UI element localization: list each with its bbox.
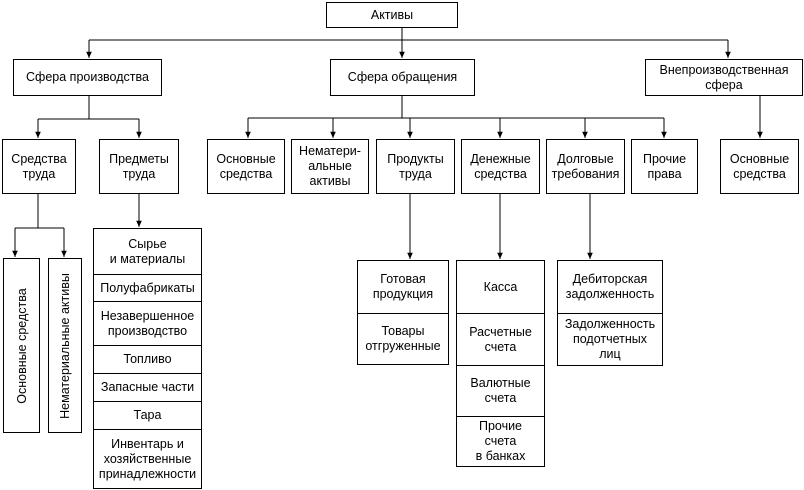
list-item: Готовая продукция — [372, 272, 434, 301]
receivables-box: Долговые требования — [546, 139, 625, 194]
list-item: Задолженность подотчетных лиц — [558, 313, 662, 365]
circulation-fixed-assets-box: Основные средства — [207, 139, 285, 194]
list-item: Валютные счета — [457, 365, 544, 416]
root-assets-box: Активы — [326, 2, 458, 28]
list-item: Незавершенное производство — [94, 301, 201, 345]
cash-list: Касса Расчетные счета Валютные счета Про… — [456, 260, 545, 467]
production-intangible-box: Нематериальные активы — [48, 258, 82, 433]
production-fixed-assets-label: Основные средства — [14, 287, 29, 404]
list-item: Касса — [483, 279, 518, 294]
list-item: Топливо — [94, 345, 201, 373]
list-item: Инвентарь и хозяйственные принадлежности — [94, 429, 201, 488]
list-item: Тара — [94, 401, 201, 429]
cash-box: Денежные средства — [461, 139, 540, 194]
circulation-sphere-box: Сфера обращения — [330, 59, 475, 96]
list-item: Расчетные счета — [457, 313, 544, 365]
other-rights-box: Прочие права — [631, 139, 698, 194]
labor-objects-box: Предметы труда — [99, 139, 179, 194]
list-item: Прочие счета в банках — [457, 416, 544, 466]
production-intangible-label: Нематериальные активы — [58, 272, 72, 419]
labor-objects-list: Сырье и материалы Полуфабрикаты Незаверш… — [93, 228, 202, 489]
production-sphere-box: Сфера производства — [13, 59, 162, 96]
labor-products-box: Продукты труда — [376, 139, 455, 194]
nonproduction-sphere-box: Внепроизводственная сфера — [645, 59, 803, 96]
list-item: Дебиторская задолженность — [565, 272, 655, 301]
list-item: Полуфабрикаты — [94, 274, 201, 301]
list-item: Сырье и материалы — [109, 236, 186, 266]
list-item: Запасные части — [94, 373, 201, 401]
receivables-list: Дебиторская задолженность Задолженность … — [557, 260, 663, 366]
labor-means-box: Средства труда — [2, 139, 76, 194]
products-list: Готовая продукция Товары отгруженные — [357, 260, 449, 365]
nonproduction-fixed-assets-box: Основные средства — [720, 139, 799, 194]
list-item: Товары отгруженные — [358, 313, 448, 364]
production-fixed-assets-box: Основные средства — [3, 258, 40, 433]
circulation-intangible-box: Нематери- альные активы — [291, 139, 369, 194]
